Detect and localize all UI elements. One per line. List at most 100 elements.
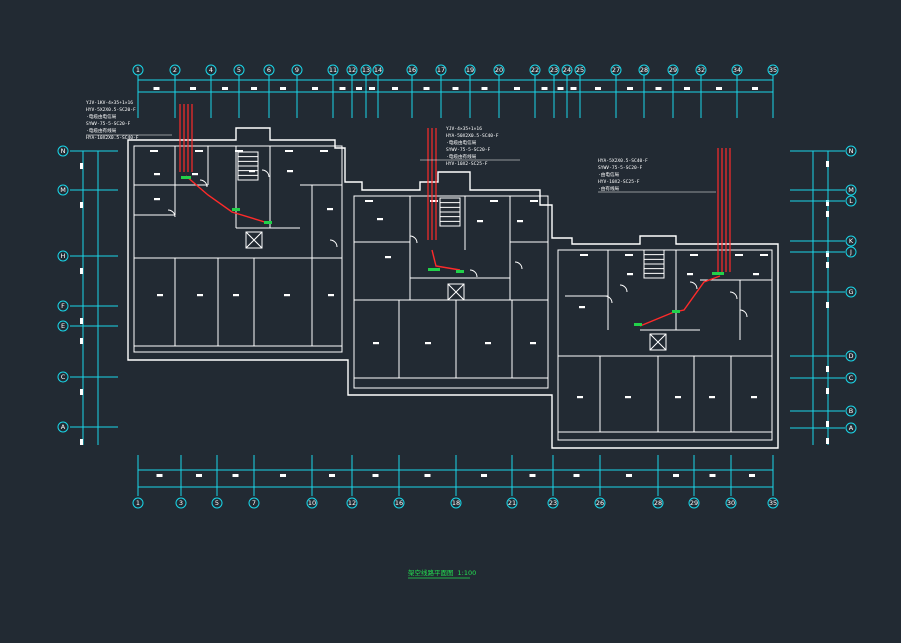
bottom-dim-mark — [156, 474, 163, 477]
top-axis-bubble — [574, 64, 586, 76]
bottom-axis-label: 30 — [727, 499, 735, 507]
bottom-axis-label: 21 — [508, 499, 516, 507]
top-dim-mark — [423, 87, 430, 90]
right-axis-label: A — [849, 424, 854, 432]
room-label — [197, 294, 203, 297]
top-dim-mark — [716, 87, 722, 90]
room-label — [477, 220, 483, 223]
note-left: ·电缆由有线局 — [86, 127, 117, 134]
top-dim-mark — [684, 87, 690, 90]
note-middle: SYWV-75-5-SC20-F — [446, 147, 490, 153]
note-right: HYV-10X2-SC25-F — [598, 179, 640, 185]
room-label — [625, 396, 631, 399]
bottom-axis-bubble — [767, 497, 779, 509]
window-mark — [625, 254, 633, 256]
top-axis-bubble — [406, 64, 418, 76]
room-label — [377, 218, 383, 221]
top-axis-label: 19 — [466, 66, 474, 74]
door-swing — [739, 309, 748, 318]
bottom-axis-bubble — [547, 497, 559, 509]
left-axis-label: A — [61, 423, 66, 431]
right-axis-bubble — [845, 145, 857, 157]
top-dim-mark — [369, 87, 375, 90]
building-outline — [127, 127, 779, 449]
note-left: HYA-10X2X0.5-SC40-F — [86, 135, 139, 141]
left-dim-mark — [80, 318, 83, 324]
top-axis-label: 5 — [237, 66, 241, 74]
right-axis-bubble — [845, 405, 857, 417]
right-dim-mark — [826, 161, 829, 167]
room-label — [233, 294, 239, 297]
left-axis-bubble — [57, 184, 69, 196]
room-label — [517, 220, 523, 223]
top-axis-label: 23 — [550, 66, 558, 74]
note-right: ·由电信局 — [598, 171, 620, 178]
top-axis-label: 1 — [136, 66, 140, 74]
right-axis-label: G — [848, 288, 853, 296]
top-axis-bubble — [360, 64, 372, 76]
right-dim-mark — [826, 200, 829, 206]
bottom-dim-mark — [280, 474, 286, 477]
note-middle: ·电缆由有线局 — [446, 153, 477, 160]
left-dim-mark — [80, 389, 83, 395]
junction-box — [456, 270, 464, 273]
drawing-scale: 1:100 — [458, 569, 477, 577]
top-axis-bubble — [169, 64, 181, 76]
right-dim-mark — [826, 251, 829, 257]
right-axis-bubble — [845, 195, 857, 207]
top-dim-mark — [452, 87, 459, 90]
top-axis-label: 24 — [563, 66, 571, 74]
cable-run-left — [185, 175, 269, 224]
bottom-axis-bubble — [450, 497, 462, 509]
right-axis-bubble — [845, 184, 857, 196]
room-label — [249, 170, 255, 173]
bottom-axis-label: 23 — [549, 499, 557, 507]
top-axis-label: 9 — [295, 66, 299, 74]
note-right: ·由有线局 — [598, 185, 620, 192]
room-label — [284, 294, 290, 297]
note-left: YJV-1KV-4×35+1×16 — [86, 100, 133, 106]
junction-box — [712, 272, 724, 275]
building-walls — [127, 127, 779, 449]
right-dim-mark — [826, 388, 829, 394]
left-axis-bubble — [57, 145, 69, 157]
bottom-axis-label: 28 — [654, 499, 662, 507]
left-dim-mark — [80, 202, 83, 208]
room-label — [709, 396, 715, 399]
top-axis-label: 11 — [329, 66, 337, 74]
left-axis-bubble — [57, 250, 69, 262]
bottom-axis-bubble — [594, 497, 606, 509]
top-axis-label: 25 — [576, 66, 584, 74]
right-axis-bubble — [845, 286, 857, 298]
top-dim-mark — [627, 87, 633, 90]
note-middle: YJV-4×35+1×16 — [446, 126, 482, 132]
right-axis-bubble — [845, 350, 857, 362]
top-dim-mark — [153, 87, 160, 90]
bottom-axis-bubble — [248, 497, 260, 509]
top-dim-mark — [280, 87, 286, 90]
top-dim-mark — [356, 87, 362, 90]
top-axis-bubble — [327, 64, 339, 76]
top-axis-bubble — [464, 64, 476, 76]
note-middle: ·电缆由电信局 — [446, 139, 477, 146]
room-label — [579, 306, 585, 309]
bottom-axis-label: 12 — [348, 499, 356, 507]
note-left: HYV-5X2X0.5-SC20-F — [86, 107, 136, 113]
window-mark — [195, 150, 203, 152]
elevator — [447, 283, 465, 301]
cable-routes — [179, 104, 731, 327]
left-axis-label: H — [61, 252, 66, 260]
room-label — [328, 294, 334, 297]
left-axis-label: M — [60, 186, 66, 194]
window-mark — [735, 254, 743, 256]
bottom-dim-mark — [424, 474, 431, 477]
bottom-axis-bubble — [506, 497, 518, 509]
bottom-axis-label: 18 — [452, 499, 460, 507]
top-axis-label: 6 — [267, 66, 271, 74]
right-axis-label: C — [849, 374, 854, 382]
room-label — [192, 173, 198, 176]
top-axis-label: 29 — [669, 66, 677, 74]
bottom-axis-bubble — [725, 497, 737, 509]
door-swing — [409, 235, 418, 244]
